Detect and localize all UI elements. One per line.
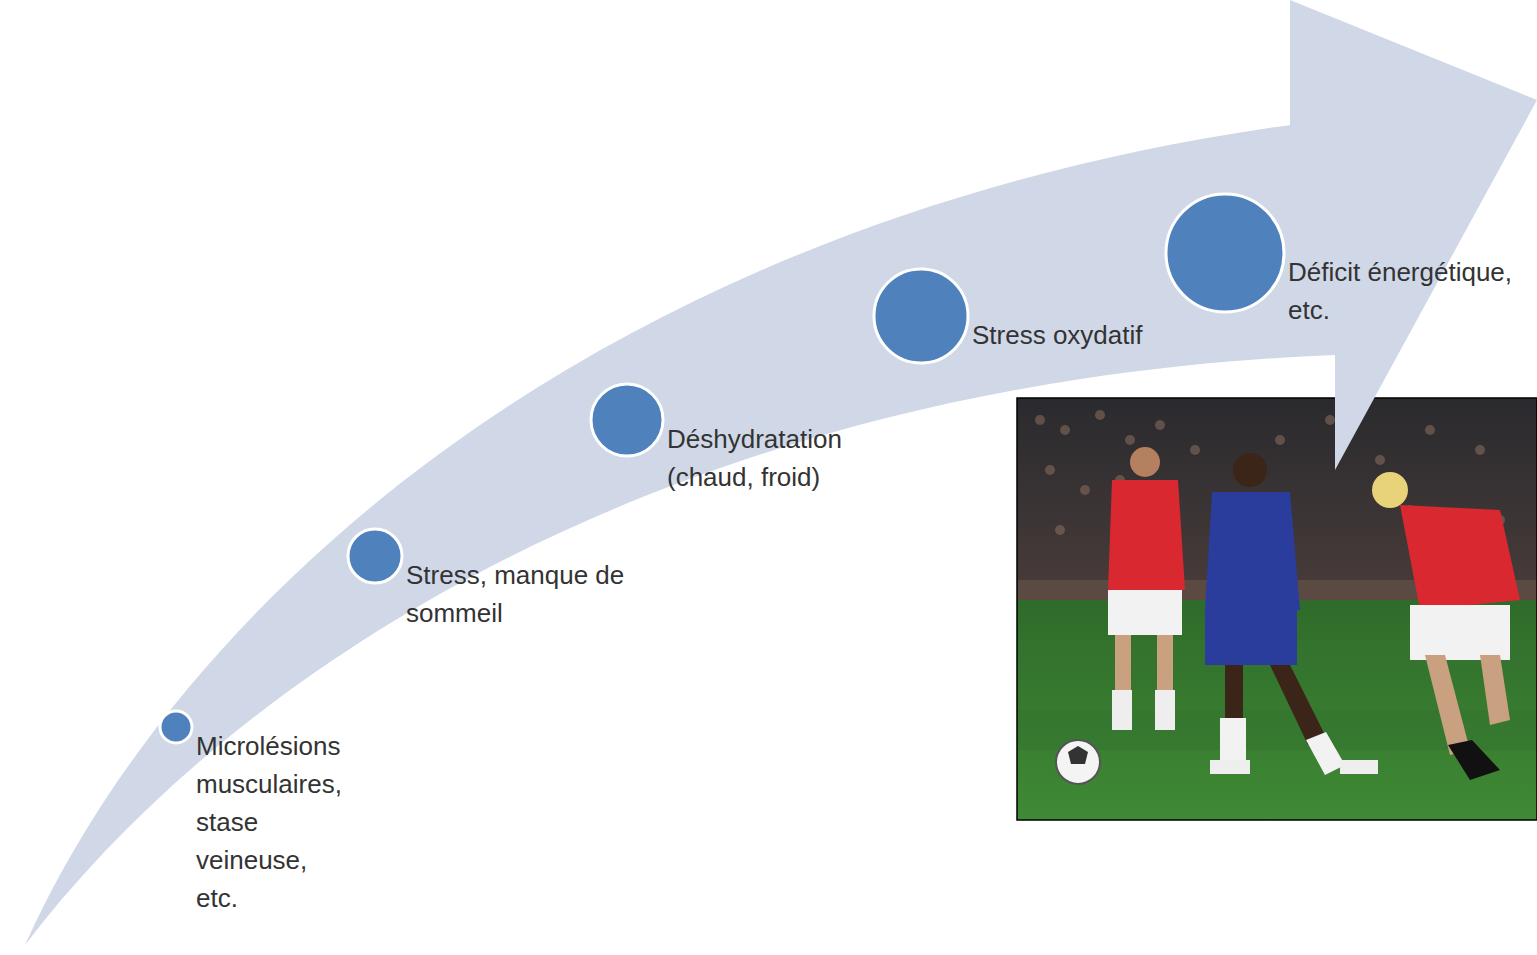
step-label: Déficit énergétique, etc.: [1288, 253, 1520, 329]
step-node: Microlésions musculaires, stase veineuse…: [160, 711, 354, 917]
step-label: Stress oxydatif: [972, 316, 1202, 354]
step-label: Déshydratation (chaud, froid): [667, 420, 897, 496]
step-node: Déshydratation (chaud, froid): [591, 384, 897, 496]
step-node: Stress oxydatif: [874, 269, 1202, 363]
football-photo: [1017, 398, 1537, 820]
step-circle-shape: [160, 711, 192, 743]
step-node: Déficit énergétique, etc.: [1166, 194, 1520, 329]
step-circle: [588, 381, 666, 459]
step-circle: [157, 708, 195, 746]
step-label: Microlésions musculaires, stase veineuse…: [196, 727, 354, 917]
step-circle-shape: [348, 529, 402, 583]
curved-arrow: [25, 0, 1537, 945]
step-circle-shape: [1166, 194, 1284, 312]
step-node: Stress, manque de sommeil: [348, 529, 631, 632]
step-label: Stress, manque de sommeil: [406, 556, 631, 632]
photo-frame: [1017, 398, 1537, 820]
step-circle-shape: [591, 384, 663, 456]
step-circle: [871, 266, 971, 366]
step-circle-shape: [874, 269, 968, 363]
step-circle: [1163, 191, 1287, 315]
step-circle: [345, 526, 405, 586]
